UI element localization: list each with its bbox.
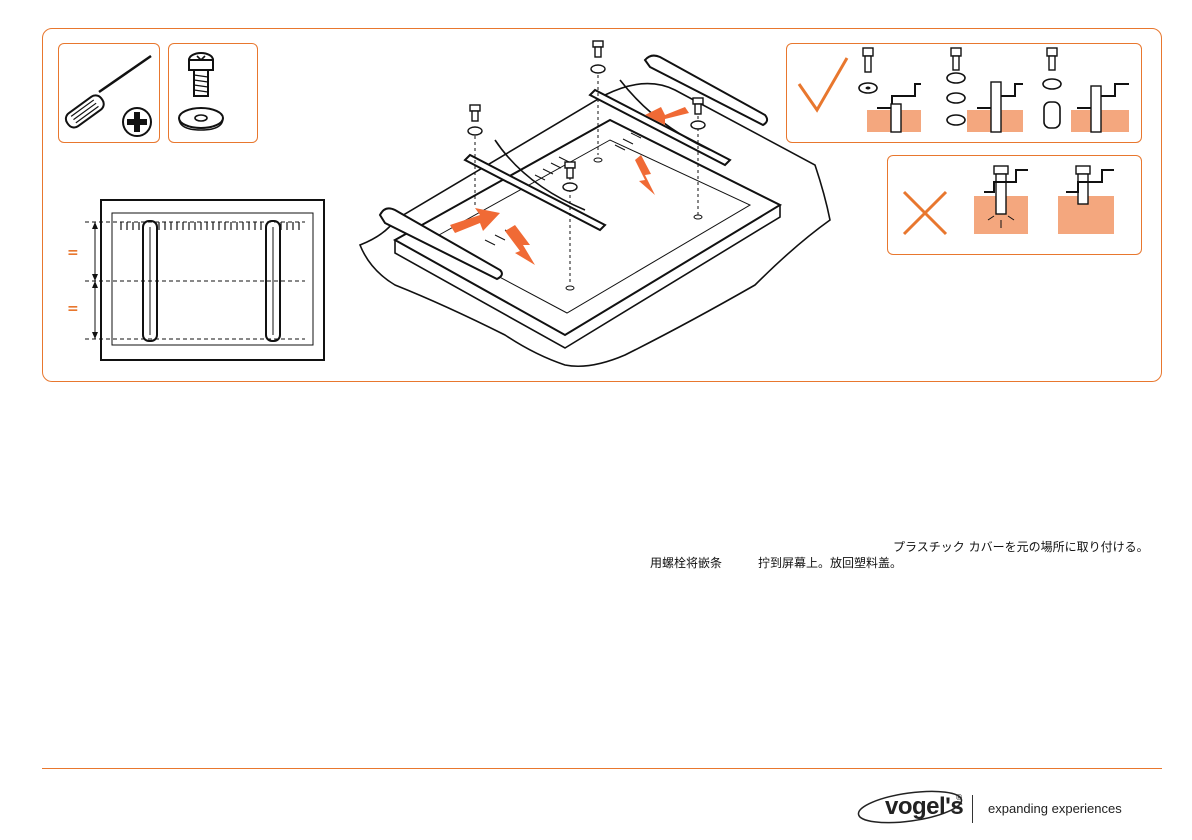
spacing-diagram: = =: [55, 195, 330, 365]
equal-mark-top: =: [67, 245, 79, 261]
chinese-caption-part2: 拧到屏幕上。放回塑料盖。: [758, 554, 902, 571]
hardware-box: [168, 43, 258, 143]
bolt-and-washer-icon: [169, 44, 257, 142]
brand-name: vogel's: [885, 793, 963, 821]
japanese-caption: プラスチック カバーを元の場所に取り付ける。: [893, 538, 1149, 555]
incorrect-example-2: [1058, 166, 1114, 234]
correct-box: [786, 43, 1142, 143]
incorrect-box: [887, 155, 1142, 255]
phillips-screwdriver-icon: [59, 44, 159, 142]
brand-tagline: expanding experiences: [988, 801, 1122, 816]
checkmark-icon: [799, 58, 847, 110]
equal-mark-bottom: =: [67, 301, 79, 317]
correct-example-1: [859, 48, 921, 132]
footer-divider: [42, 768, 1162, 769]
tv-assembly-illustration: [355, 35, 835, 375]
logo-separator: [972, 795, 973, 823]
registered-mark: ®: [955, 793, 963, 802]
incorrect-example-1: [974, 166, 1028, 234]
tool-box: [58, 43, 160, 143]
correct-example-3: [1043, 48, 1129, 132]
chinese-caption-part1: 用螺栓将嵌条: [650, 554, 722, 571]
correct-example-2: [947, 48, 1023, 132]
footer-logo: vogel's ® expanding experiences: [855, 787, 1135, 827]
